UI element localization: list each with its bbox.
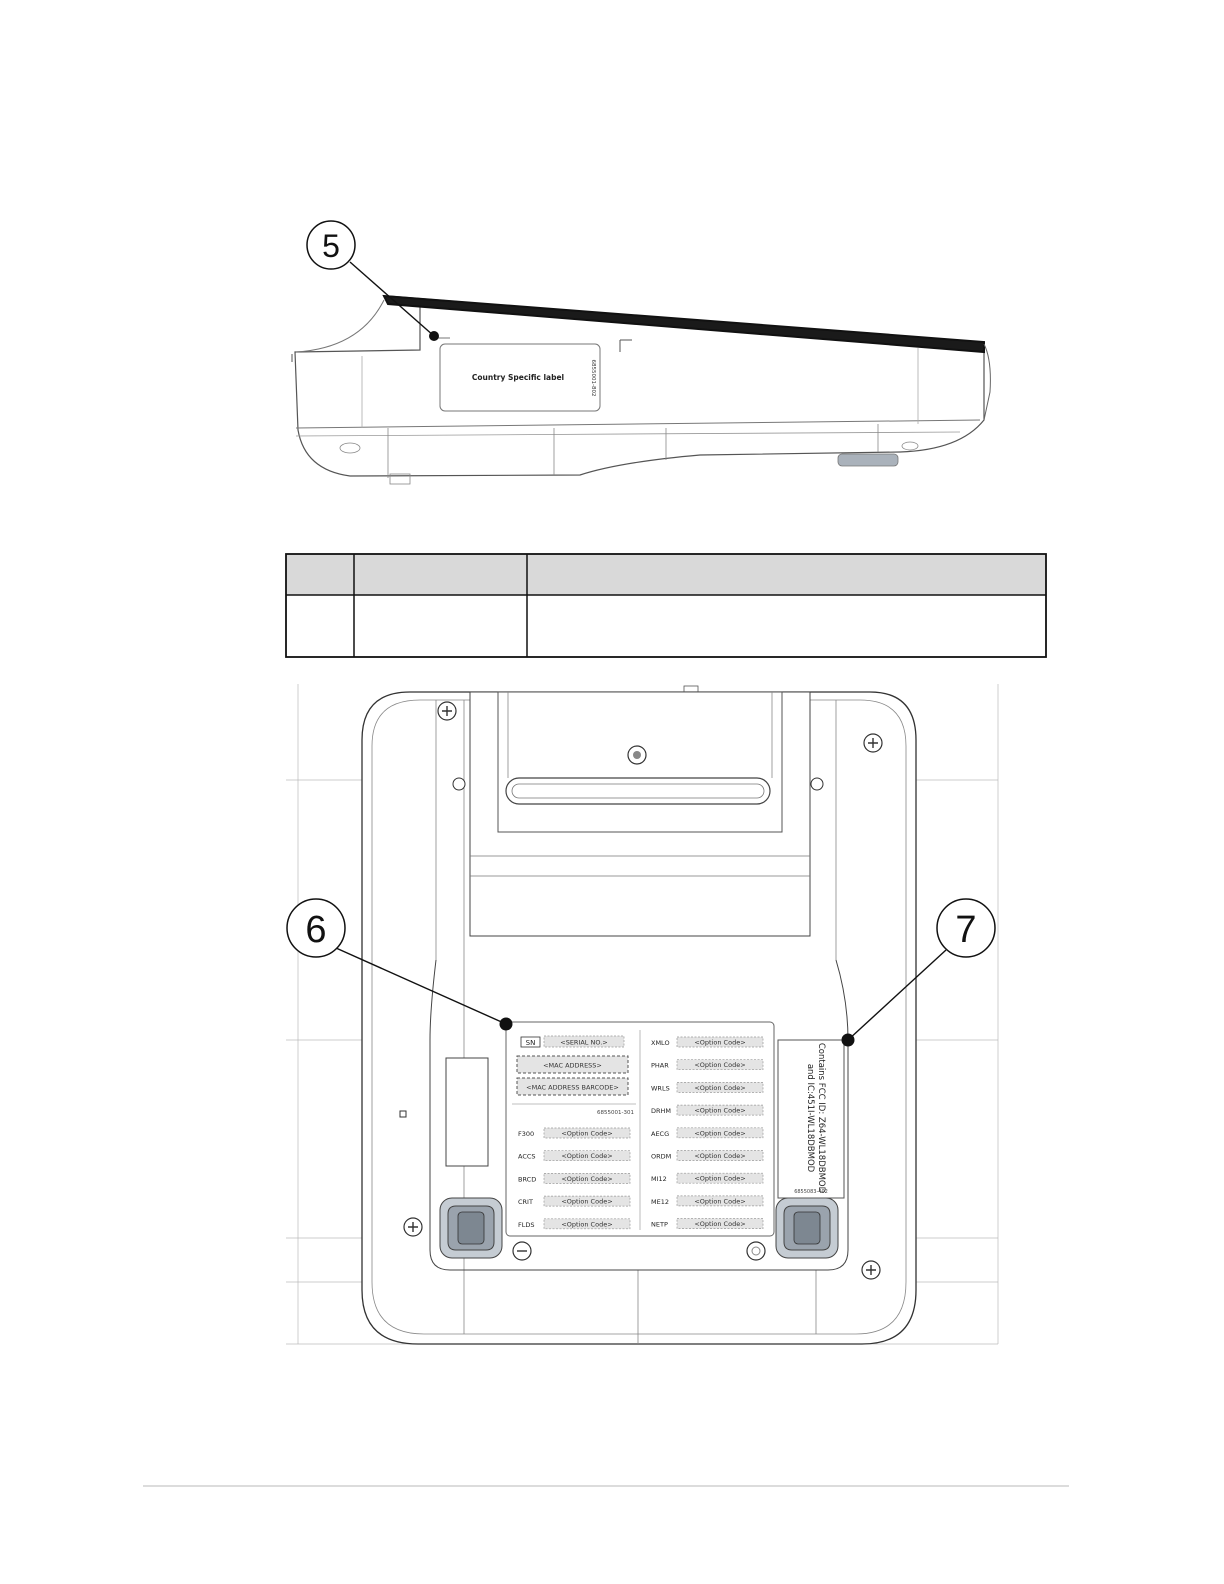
option-value-f300: <Option Code>	[561, 1130, 612, 1138]
option-code-me12: ME12	[651, 1198, 669, 1206]
option-value-box	[676, 1150, 764, 1161]
bottom-view-device	[286, 684, 999, 1345]
option-code-flds: FLDS	[518, 1221, 535, 1229]
mac-address-field: <MAC ADDRESS>	[543, 1062, 602, 1070]
option-code-crit: CRIT	[518, 1198, 533, 1206]
option-value-box	[543, 1150, 631, 1162]
table-header-row	[286, 554, 1046, 595]
country-label-part-number: 6855001-802	[590, 360, 596, 397]
option-code-label: SN <SERIAL NO.> <MAC ADDRESS> <MAC ADDRE…	[505, 1021, 775, 1237]
option-code-f300: F300	[518, 1130, 534, 1138]
fcc-label: Contains FCC ID: Z64-WL18DBMOD and IC:45…	[777, 1039, 845, 1199]
option-value-mi12: <Option Code>	[694, 1175, 745, 1183]
option-value-box	[676, 1036, 764, 1048]
option-code-netp: NETP	[651, 1221, 668, 1229]
option-value-box	[543, 1173, 631, 1184]
option-code-accs: ACCS	[518, 1153, 536, 1161]
option-value-brcd: <Option Code>	[561, 1175, 612, 1183]
option-code-drhm: DRHM	[651, 1107, 671, 1115]
option-value-ordm: <Option Code>	[694, 1152, 745, 1160]
option-code-phar: PHAR	[651, 1062, 669, 1070]
callout-6: 6	[286, 898, 513, 1031]
country-specific-label: Country Specific label 6855001-802	[439, 343, 601, 412]
option-value-drhm: <Option Code>	[694, 1107, 745, 1115]
callout-6-number: 6	[305, 909, 326, 951]
foot-left	[439, 1197, 503, 1259]
option-code-xmlo: XMLO	[651, 1039, 670, 1047]
option-value-box	[676, 1082, 764, 1093]
fcc-label-part-number: 6855083-402	[794, 1189, 828, 1195]
option-value-box	[676, 1218, 764, 1229]
option-value-box	[676, 1059, 764, 1071]
option-code-brcd: BRCD	[518, 1175, 536, 1183]
fcc-id-text: Contains FCC ID: Z64-WL18DBMOD	[816, 1043, 826, 1194]
country-label-text: Country Specific label	[472, 373, 564, 382]
option-value-aecg: <Option Code>	[694, 1129, 745, 1137]
option-value-box	[543, 1195, 631, 1207]
foot-right	[775, 1197, 839, 1259]
option-code-ordm: ORDM	[651, 1153, 671, 1161]
option-value-box	[676, 1104, 764, 1116]
option-code-mi12: MI12	[651, 1175, 667, 1183]
callout-5: 5	[306, 220, 439, 341]
option-value-box	[676, 1172, 764, 1184]
mac-barcode-field: <MAC ADDRESS BARCODE>	[526, 1084, 619, 1092]
ic-id-text: and IC:451I-WL18DBMOD	[805, 1064, 815, 1173]
option-code-wrls: WRLS	[651, 1084, 670, 1092]
option-code-aecg: AECG	[651, 1130, 669, 1138]
option-value-flds: <Option Code>	[561, 1220, 612, 1228]
side-view-device	[291, 294, 991, 485]
option-value-me12: <Option Code>	[694, 1197, 745, 1205]
option-value-box	[543, 1127, 631, 1139]
option-value-xmlo: <Option Code>	[694, 1039, 745, 1047]
option-value-phar: <Option Code>	[694, 1061, 745, 1069]
callout-7: 7	[841, 898, 996, 1047]
option-value-box	[676, 1127, 764, 1139]
option-value-box	[676, 1195, 764, 1207]
option-value-netp: <Option Code>	[694, 1220, 745, 1228]
callout-5-number: 5	[322, 228, 340, 264]
serial-number-field: <SERIAL NO.>	[560, 1039, 607, 1047]
option-value-crit: <Option Code>	[561, 1198, 612, 1206]
option-value-accs: <Option Code>	[561, 1152, 612, 1160]
parts-table	[285, 553, 1047, 658]
callout-7-number: 7	[955, 909, 976, 951]
option-label-part-number: 6855001-301	[597, 1110, 634, 1116]
option-value-box	[543, 1218, 631, 1230]
sn-tag: SN	[526, 1039, 536, 1047]
option-value-wrls: <Option Code>	[694, 1084, 745, 1092]
